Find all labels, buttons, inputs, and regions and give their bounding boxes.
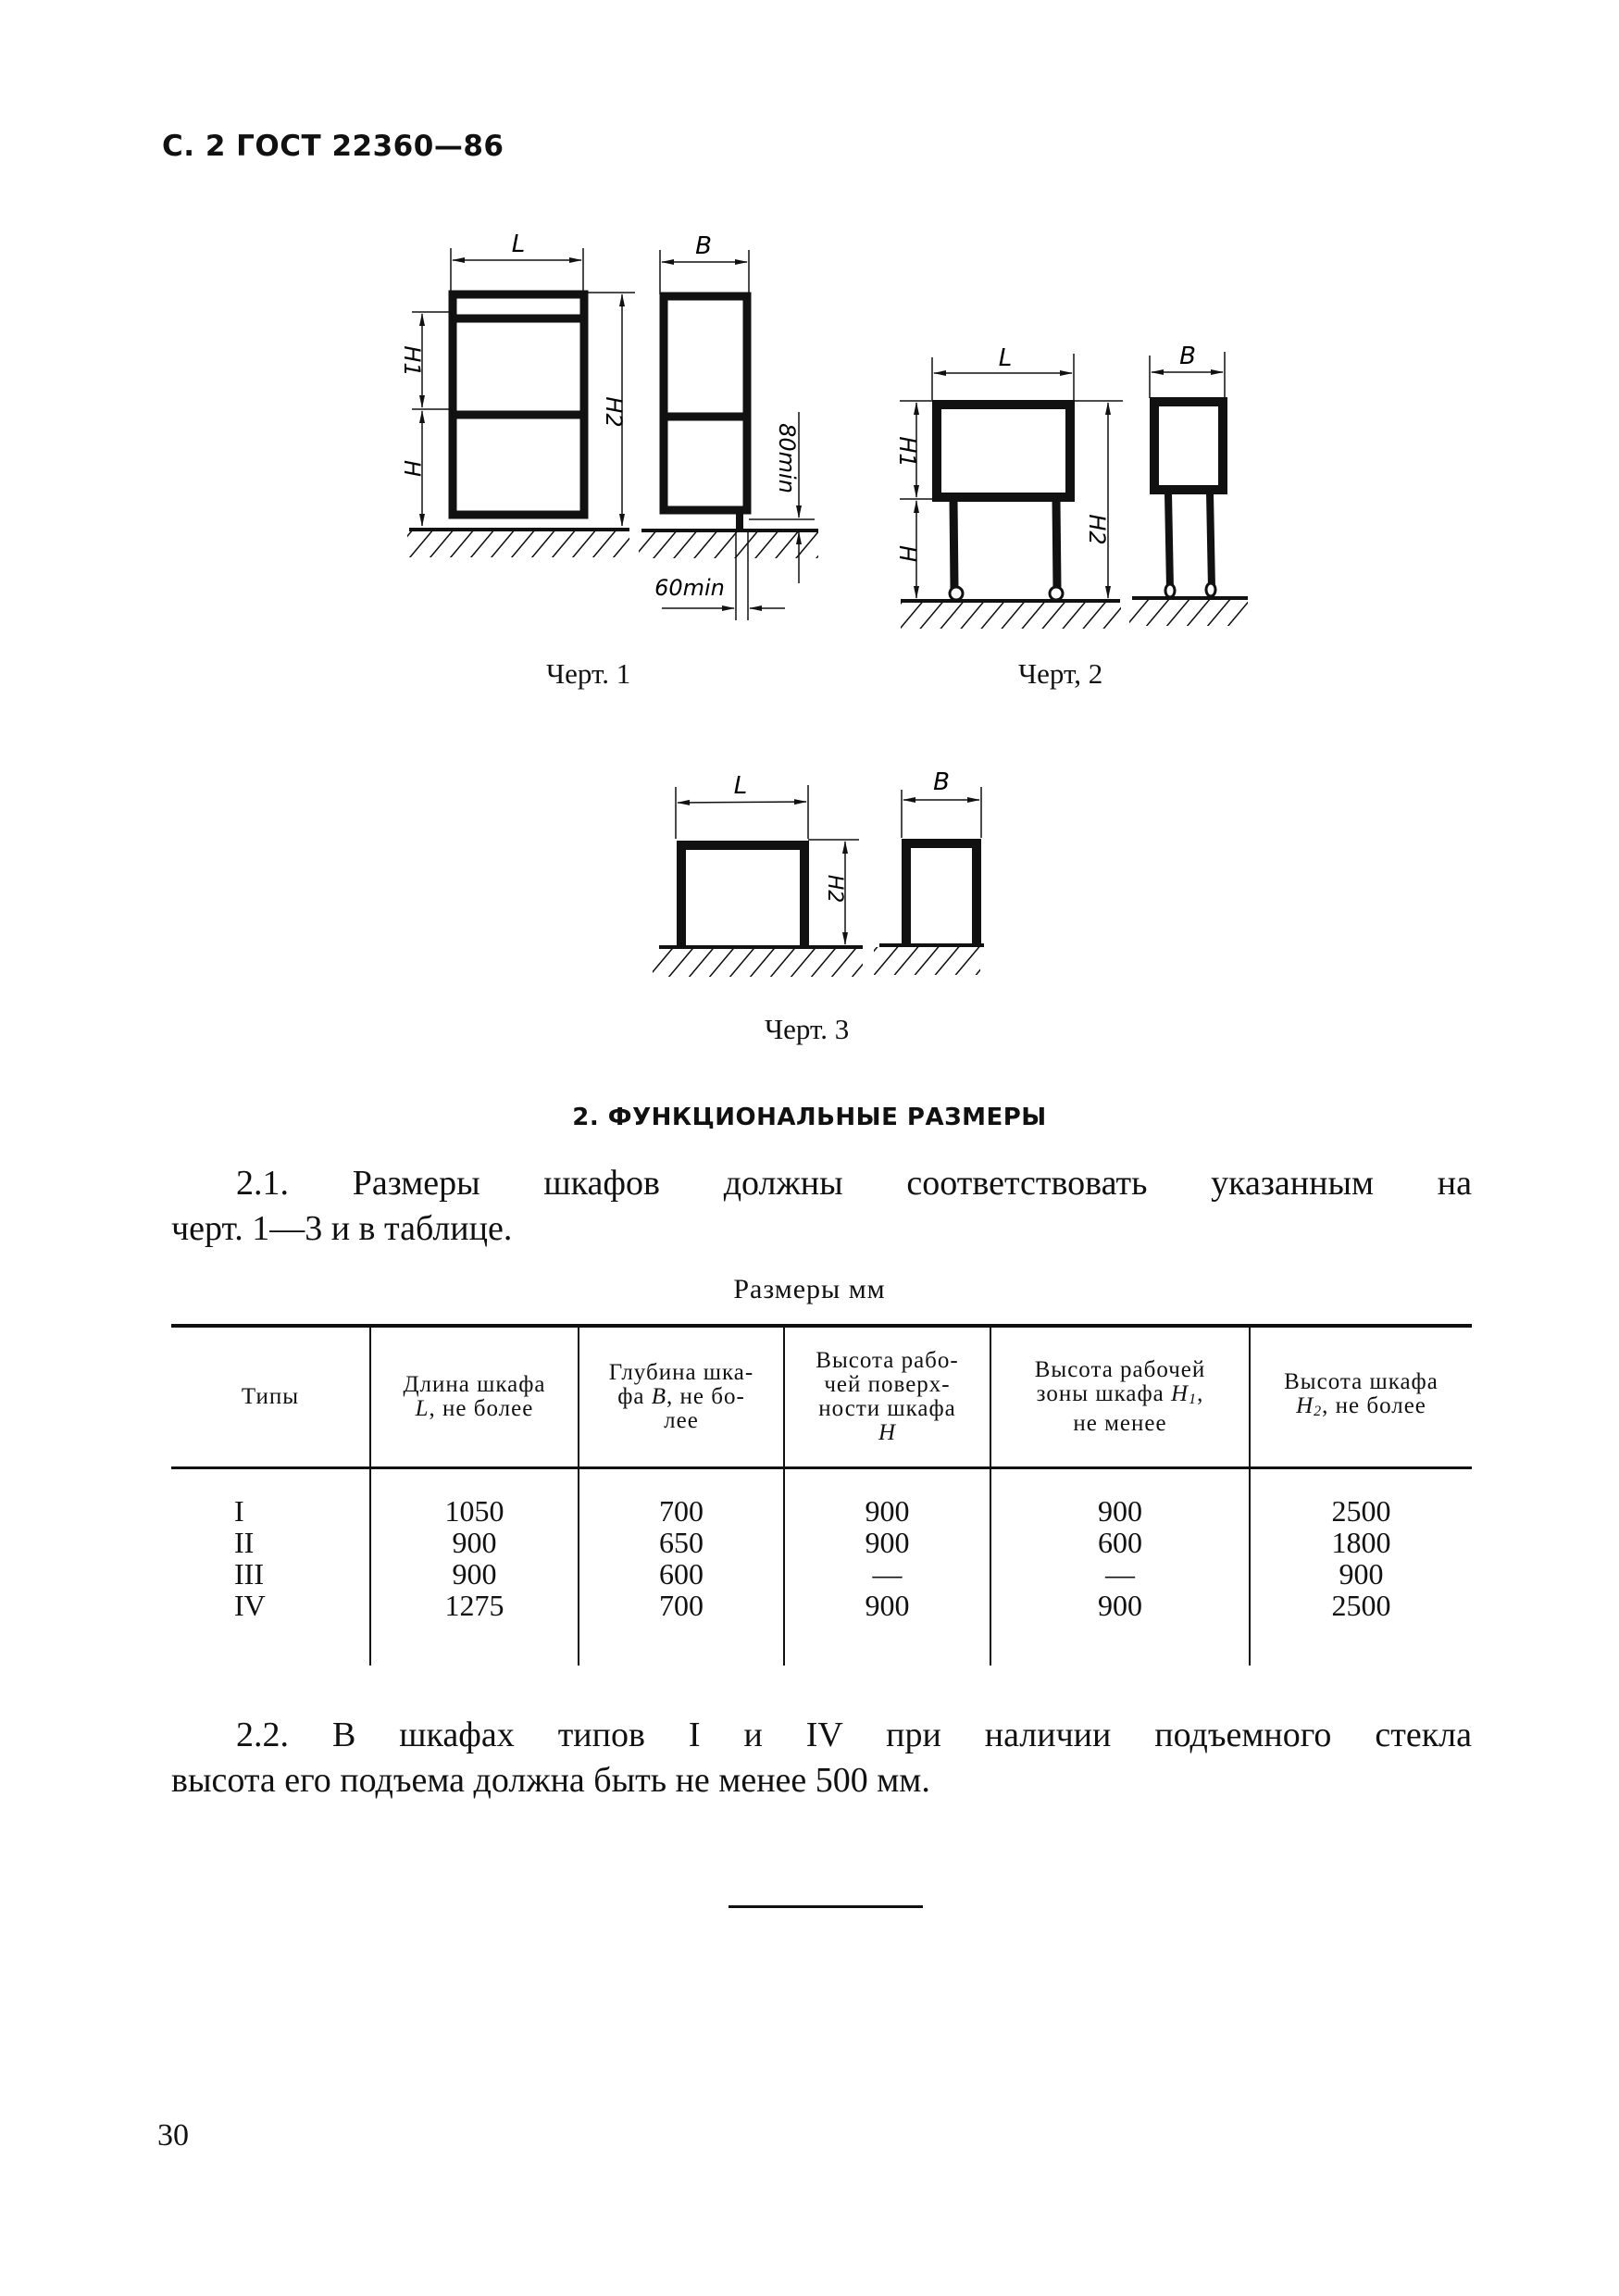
section-title: 2. ФУНКЦИОНАЛЬНЫЕ РАЗМЕРЫ	[572, 1104, 1047, 1131]
cell-work-zone-height: —	[990, 1558, 1250, 1590]
cell-cabinet-height: 2500	[1249, 1467, 1472, 1527]
fig3-label-h2: H2	[823, 875, 846, 904]
table-row: I 1050 700 900 900 2500	[171, 1467, 1472, 1528]
cell-depth: 700	[578, 1590, 784, 1666]
dimensions-table: Типы Длина шкафа L, не более Глубина шка…	[171, 1324, 1472, 1666]
label-h2: H2	[601, 396, 627, 427]
paragraph-2-1: 2.1. Размеры шкафов должны соответствова…	[171, 1161, 1472, 1252]
drawing-1: L H1 H H2 B 80min 60min	[399, 231, 1248, 629]
cell-work-surface-height: 900	[783, 1467, 990, 1527]
cell-type: III	[234, 1557, 264, 1591]
header-cabinet-height: Высота шкафа H2, не более	[1249, 1326, 1472, 1468]
header-work-zone-height: Высота рабочей зоны шкафа H1, не менее	[990, 1326, 1250, 1468]
table-row: IV 1275 700 900 900 2500	[171, 1590, 1472, 1666]
cabinet-side-view	[639, 250, 818, 620]
paragraph-2-1-line2: черт. 1—3 и в таблице.	[171, 1209, 513, 1248]
cell-depth: 700	[578, 1467, 784, 1527]
paragraph-2-1-line1: 2.1. Размеры шкафов должны соответствова…	[236, 1164, 1472, 1203]
header-length: Длина шкафа L, не более	[369, 1326, 579, 1468]
label-depth: B	[695, 232, 712, 260]
fig3-label-length: L	[734, 772, 748, 800]
cell-work-surface-height: —	[783, 1558, 990, 1590]
drawing-3: L B H2	[653, 768, 984, 977]
paragraph-2-2: 2.2. В шкафах типов I и IV при наличии п…	[171, 1713, 1472, 1803]
label-h: H	[399, 460, 425, 477]
end-rule-divider	[729, 1905, 923, 1908]
cell-cabinet-height: 2500	[1249, 1590, 1472, 1666]
fig2-label-depth: B	[1179, 343, 1196, 370]
cell-length: 1275	[369, 1590, 579, 1666]
cell-depth: 650	[578, 1527, 784, 1558]
table-header-row: Типы Длина шкафа L, не более Глубина шка…	[171, 1326, 1472, 1468]
paragraph-2-2-line1: 2.2. В шкафах типов I и IV при наличии п…	[236, 1716, 1472, 1754]
cell-work-zone-height: 600	[990, 1527, 1250, 1558]
cell-length: 900	[369, 1527, 579, 1558]
label-80min: 80min	[774, 423, 800, 493]
table-row: III 900 600 — — 900	[171, 1558, 1472, 1590]
cell-length: 1050	[369, 1467, 579, 1527]
caption-drawing-2: Черт, 2	[1018, 657, 1103, 690]
caption-drawing-1: Черт. 1	[546, 657, 631, 690]
page-header: С. 2 ГОСТ 22360—86	[162, 130, 504, 163]
cell-work-surface-height: 900	[783, 1590, 990, 1666]
cell-type: I	[234, 1494, 244, 1528]
paragraph-2-2-line2: высота его подъема должна быть не менее …	[171, 1761, 930, 1800]
cell-type: IV	[234, 1589, 266, 1622]
header-work-surface-height: Высота рабо- чей поверх- ности шкафа H	[783, 1326, 990, 1468]
cell-work-zone-height: 900	[990, 1467, 1250, 1527]
cell-length: 900	[369, 1558, 579, 1590]
cell-work-zone-height: 900	[990, 1590, 1250, 1666]
cabinet-front-view	[407, 248, 635, 557]
drawing-2	[900, 352, 1248, 629]
fig2-label-h: H	[894, 545, 920, 562]
cell-type: II	[234, 1526, 255, 1559]
fig2-label-h2: H2	[1084, 514, 1110, 544]
table-row: II 900 650 900 600 1800	[171, 1527, 1472, 1558]
caption-drawing-3: Черт. 3	[765, 1013, 850, 1045]
fig2-label-length: L	[999, 344, 1013, 372]
header-types: Типы	[241, 1384, 300, 1409]
cell-depth: 600	[578, 1558, 784, 1590]
table-units: Размеры мм	[733, 1274, 886, 1304]
fig3-label-depth: B	[933, 768, 950, 796]
header-depth: Глубина шка- фа B, не бо- лее	[578, 1326, 784, 1468]
cell-cabinet-height: 1800	[1249, 1527, 1472, 1558]
label-length: L	[512, 231, 526, 258]
page-number: 30	[157, 2118, 189, 2152]
cell-cabinet-height: 900	[1249, 1558, 1472, 1590]
label-60min: 60min	[654, 575, 725, 601]
cell-work-surface-height: 900	[783, 1527, 990, 1558]
label-h1: H1	[399, 345, 425, 376]
fig2-label-h1: H1	[894, 436, 920, 467]
